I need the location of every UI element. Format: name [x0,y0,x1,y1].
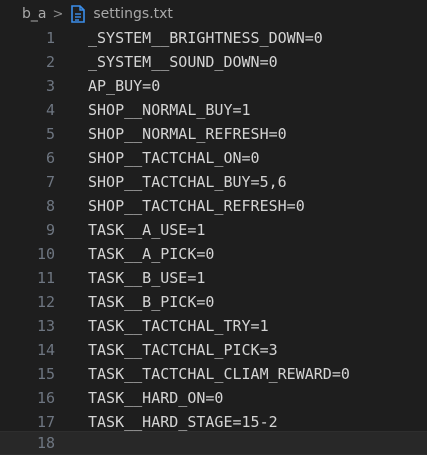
editor-line[interactable]: 8 SHOP__TACTCHAL_REFRESH=0 [0,194,427,218]
breadcrumb-folder[interactable]: b_a [22,6,47,22]
line-number: 18 [36,434,55,452]
line-text[interactable]: TASK__A_PICK=0 [88,245,215,263]
line-number: 15 [36,365,55,383]
editor-line[interactable]: 16 TASK__HARD_ON=0 [0,386,427,410]
line-text[interactable]: TASK__B_PICK=0 [88,293,215,311]
line-text[interactable]: TASK__TACTCHAL_CLIAM_REWARD=0 [88,365,350,383]
editor-line[interactable]: 13 TASK__TACTCHAL_TRY=1 [0,314,427,338]
line-text[interactable]: _SYSTEM__BRIGHTNESS_DOWN=0 [88,29,323,47]
line-text[interactable]: _SYSTEM__SOUND_DOWN=0 [88,53,278,71]
line-text[interactable]: SHOP__TACTCHAL_BUY=5,6 [88,173,287,191]
line-text[interactable]: SHOP__TACTCHAL_ON=0 [88,149,260,167]
breadcrumb-file[interactable]: settings.txt [93,6,173,22]
line-text[interactable]: TASK__A_USE=1 [88,221,206,239]
line-number: 10 [36,245,55,263]
editor-line[interactable]: 2 _SYSTEM__SOUND_DOWN=0 [0,50,427,74]
editor-line[interactable]: 11 TASK__B_USE=1 [0,266,427,290]
line-number: 12 [36,293,55,311]
line-text[interactable]: TASK__HARD_ON=0 [88,389,224,407]
line-number: 1 [45,29,55,47]
line-text[interactable]: SHOP__NORMAL_REFRESH=0 [88,125,287,143]
editor-line[interactable]: 12 TASK__B_PICK=0 [0,290,427,314]
line-number: 16 [36,389,55,407]
editor-line[interactable]: 4 SHOP__NORMAL_BUY=1 [0,98,427,122]
editor-line[interactable]: 9 TASK__A_USE=1 [0,218,427,242]
line-number: 9 [45,221,55,239]
editor-line[interactable]: 5 SHOP__NORMAL_REFRESH=0 [0,122,427,146]
line-text[interactable]: SHOP__TACTCHAL_REFRESH=0 [88,197,305,215]
line-number: 13 [36,317,55,335]
line-number: 5 [45,125,55,143]
line-text[interactable]: TASK__TACTCHAL_TRY=1 [88,317,269,335]
line-number: 8 [45,197,55,215]
line-number: 14 [36,341,55,359]
line-number: 17 [36,413,55,431]
line-text[interactable]: TASK__TACTCHAL_PICK=3 [88,341,278,359]
line-text[interactable]: TASK__HARD_STAGE=15-2 [88,413,278,431]
editor-line[interactable]: 6 SHOP__TACTCHAL_ON=0 [0,146,427,170]
editor-line[interactable]: 17 TASK__HARD_STAGE=15-2 [0,410,427,434]
editor-line[interactable]: 1 _SYSTEM__BRIGHTNESS_DOWN=0 [0,26,427,50]
editor-line[interactable]: 3 AP_BUY=0 [0,74,427,98]
editor[interactable]: 1 _SYSTEM__BRIGHTNESS_DOWN=0 2 _SYSTEM__… [0,26,427,455]
line-number: 2 [45,53,55,71]
line-number: 4 [45,101,55,119]
editor-line-current[interactable]: 18 [0,431,427,455]
line-number: 3 [45,77,55,95]
line-number: 7 [45,173,55,191]
line-text[interactable]: AP_BUY=0 [88,77,161,95]
line-text[interactable]: SHOP__NORMAL_BUY=1 [88,101,251,119]
line-text[interactable]: TASK__B_USE=1 [88,269,206,287]
line-number: 11 [36,269,55,287]
line-number: 6 [45,149,55,167]
editor-line[interactable]: 15 TASK__TACTCHAL_CLIAM_REWARD=0 [0,362,427,386]
editor-line[interactable]: 14 TASK__TACTCHAL_PICK=3 [0,338,427,362]
file-text-icon [71,5,86,23]
breadcrumb-separator: > [52,6,64,22]
breadcrumb: b_a > settings.txt [0,0,427,28]
editor-line[interactable]: 10 TASK__A_PICK=0 [0,242,427,266]
editor-line[interactable]: 7 SHOP__TACTCHAL_BUY=5,6 [0,170,427,194]
